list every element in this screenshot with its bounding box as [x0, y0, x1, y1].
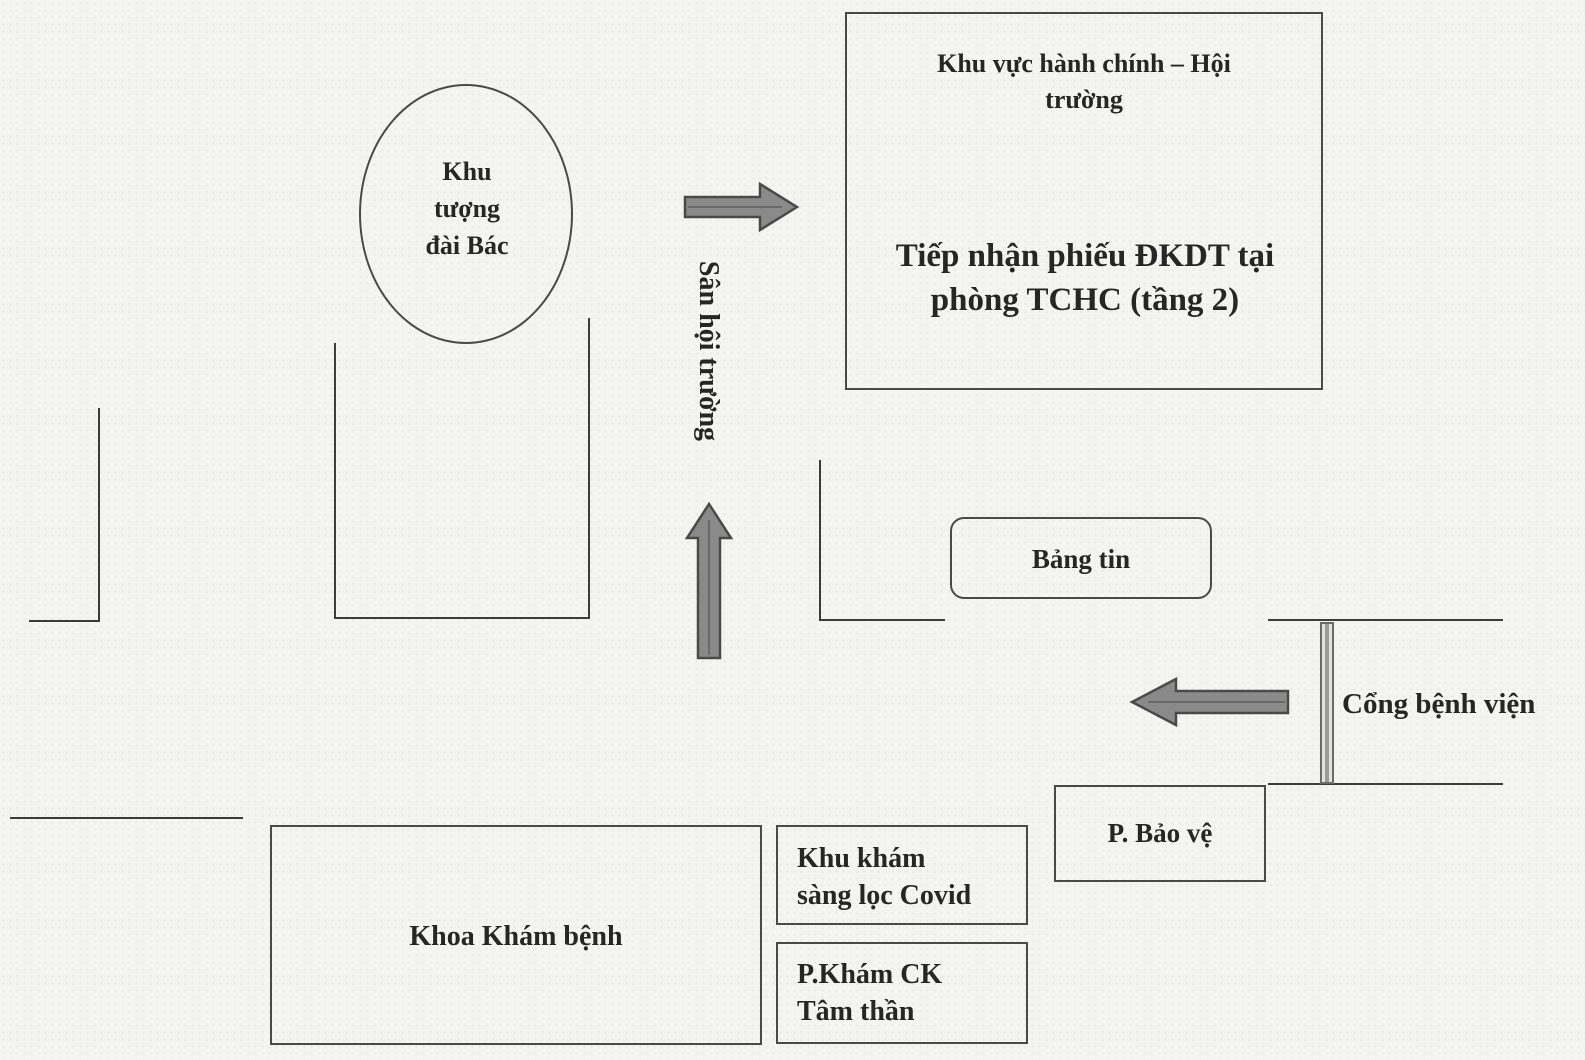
statue-enclosure-line: [334, 318, 590, 619]
arrow-right-icon: [683, 181, 800, 233]
admin-area-title-line1: Khu vực hành chính – Hội: [937, 49, 1231, 78]
admin-area-note-line1: Tiếp nhận phiếu ĐKDT tại: [895, 238, 1275, 274]
gate-post: [1320, 622, 1334, 784]
left-wall-line: [29, 408, 100, 622]
covid-label-line1: Khu khám: [797, 843, 926, 874]
statue-area-label: Khu tượng đài Bác: [395, 153, 539, 264]
courtyard-label-container: Sân hội trường: [686, 236, 730, 466]
exam-department-box: [270, 825, 762, 1045]
statue-label-line2: tượng: [433, 194, 501, 223]
statue-label-line1: Khu: [442, 157, 492, 186]
admin-area-note: Tiếp nhận phiếu ĐKDT tại phòng TCHC (tần…: [855, 234, 1315, 322]
news-board-box: [950, 517, 1212, 599]
courtyard-right-boundary-line: [819, 460, 945, 621]
covid-screening-label: Khu khám sàng lọc Covid: [797, 840, 971, 914]
statue-area-oval: [359, 84, 573, 344]
admin-area-title-line2: trường: [1045, 85, 1123, 114]
arrow-up-icon: [684, 501, 734, 660]
guard-room-box: [1054, 785, 1266, 882]
psych-label-line2: Tâm thần: [797, 996, 915, 1027]
admin-area-title: Khu vực hành chính – Hội trường: [870, 46, 1298, 118]
admin-area-box: [845, 12, 1323, 390]
psychiatry-room-box: [776, 942, 1028, 1044]
courtyard-label: Sân hội trường: [693, 260, 724, 442]
news-board-label: Bảng tin: [1031, 544, 1131, 574]
covid-label-line2: sàng lọc Covid: [797, 880, 972, 911]
admin-area-note-line2: phòng TCHC (tầng 2): [930, 282, 1240, 318]
statue-label-line3: đài Bác: [425, 231, 509, 260]
covid-screening-box: [776, 825, 1028, 925]
exam-department-label: Khoa Khám bệnh: [409, 921, 623, 952]
psychiatry-room-label: P.Khám CK Tâm thần: [797, 956, 942, 1030]
arrow-left-icon: [1129, 676, 1290, 728]
psych-label-line1: P.Khám CK: [797, 959, 943, 990]
guard-room-label: P. Bảo vệ: [1107, 818, 1213, 848]
gate-label: Cổng bệnh viện: [1342, 688, 1536, 720]
